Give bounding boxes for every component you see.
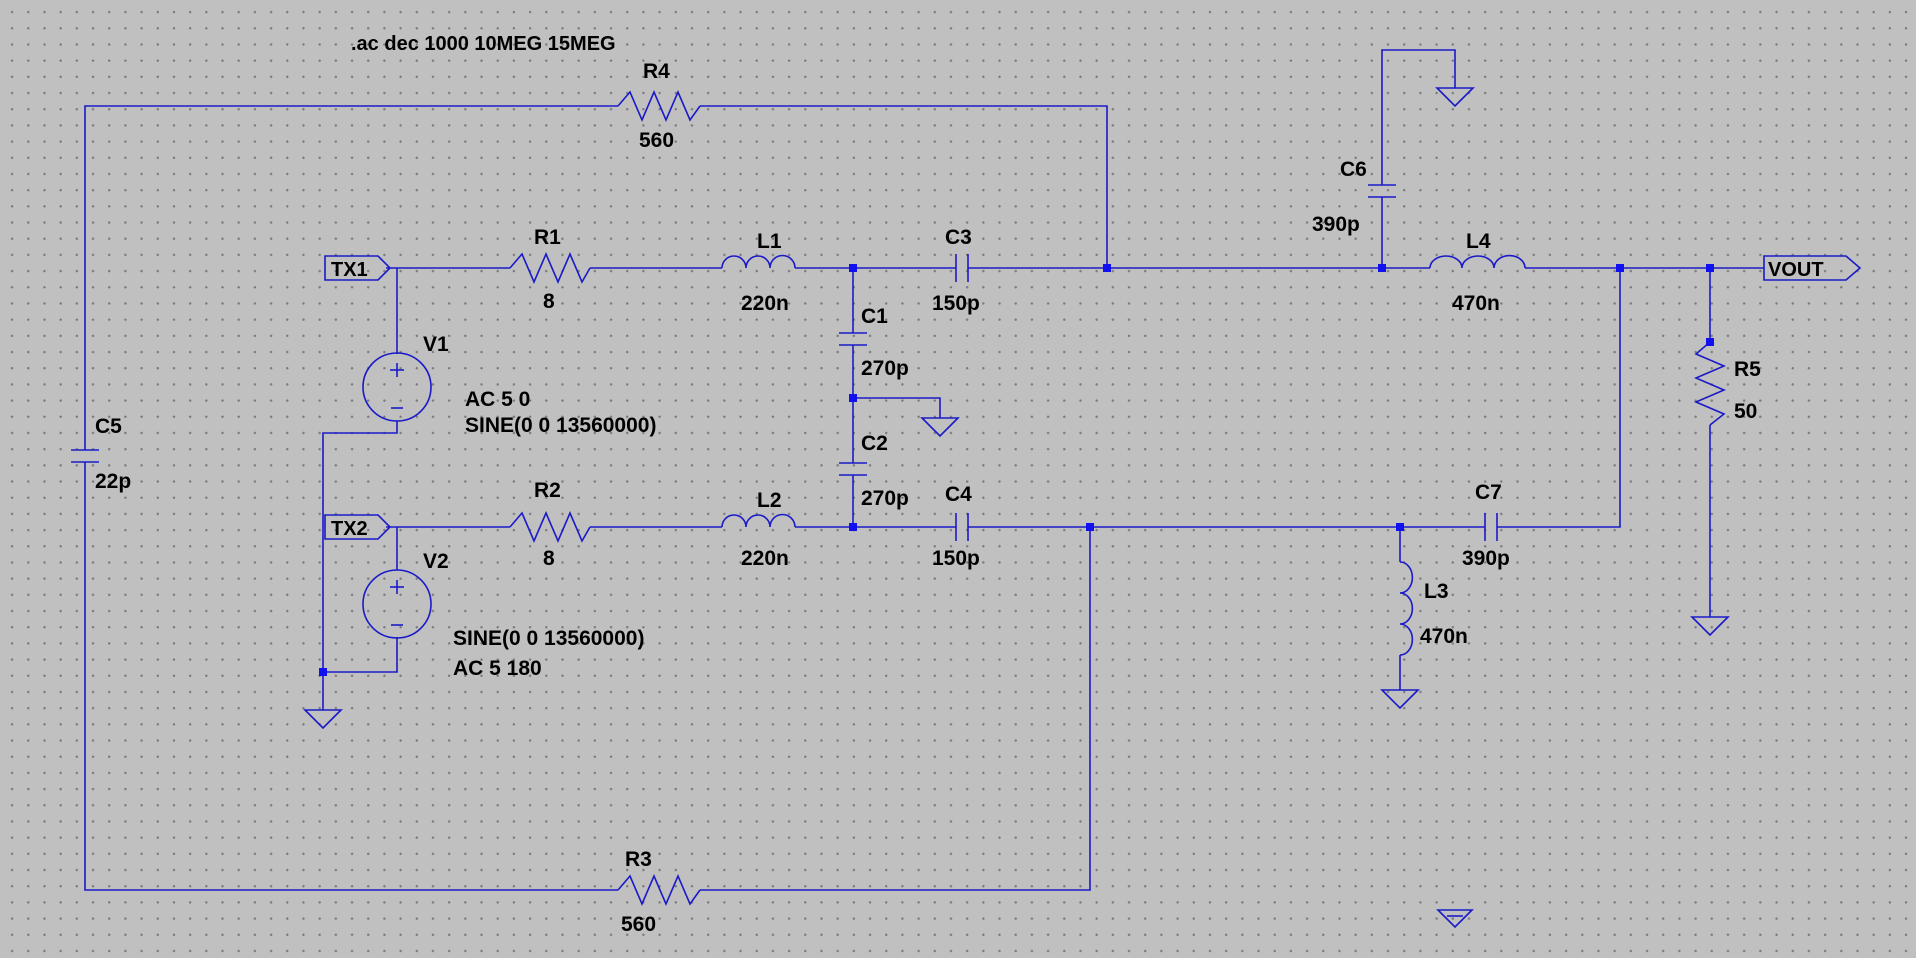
inductor-l2[interactable] — [721, 513, 796, 528]
wire-c1c2-gnd[interactable] — [853, 397, 941, 418]
r2-name: R2 — [534, 479, 561, 502]
capacitor-c1[interactable] — [839, 332, 867, 346]
ground-icon[interactable] — [1690, 616, 1730, 637]
capacitor-c3[interactable] — [955, 254, 969, 282]
junction-dot — [1706, 338, 1714, 346]
wire-v2-gnd[interactable] — [322, 637, 398, 710]
junction-dot — [1378, 264, 1386, 272]
ground-icon[interactable] — [920, 417, 960, 438]
resistor-r4[interactable] — [617, 89, 701, 123]
junction-dot — [849, 523, 857, 531]
c7-value: 390p — [1462, 547, 1510, 570]
junctions — [319, 264, 1714, 676]
capacitor-c5[interactable] — [71, 449, 99, 463]
r4-value: 560 — [639, 129, 674, 152]
junction-dot — [1086, 523, 1094, 531]
c2-value: 270p — [861, 487, 909, 510]
ground-flag-icon — [1436, 909, 1474, 929]
port-tx1[interactable]: TX1 — [324, 255, 392, 281]
voltage-source-v2[interactable] — [362, 569, 432, 639]
v1-name: V1 — [423, 333, 449, 356]
v2-name: V2 — [423, 550, 449, 573]
port-tx2-label: TX2 — [331, 518, 368, 540]
wire-c5-to-r4[interactable] — [84, 105, 618, 450]
wire-c7-out[interactable] — [1497, 268, 1621, 528]
c4-name: C4 — [945, 483, 972, 506]
inductor-l4[interactable] — [1429, 254, 1526, 269]
r1-name: R1 — [534, 226, 561, 249]
junction-dot — [849, 394, 857, 402]
r5-value: 50 — [1734, 400, 1757, 423]
junction-dot — [1103, 264, 1111, 272]
ground-icon[interactable] — [1380, 689, 1420, 710]
l1-value: 220n — [741, 292, 789, 315]
c6-name: C6 — [1340, 158, 1367, 181]
junction-dot — [1706, 264, 1714, 272]
r1-value: 8 — [543, 290, 555, 313]
resistor-r5[interactable] — [1693, 341, 1727, 426]
spice-directive[interactable]: .ac dec 1000 10MEG 15MEG — [351, 33, 616, 55]
junction-dot — [849, 264, 857, 272]
capacitor-c6[interactable] — [1368, 184, 1396, 198]
ground-icon[interactable] — [1435, 87, 1475, 108]
wire-v1-minus[interactable] — [322, 421, 398, 672]
l4-name: L4 — [1466, 230, 1491, 253]
r4-name: R4 — [643, 60, 670, 83]
c3-value: 150p — [932, 292, 980, 315]
c1-name: C1 — [861, 305, 888, 328]
r2-value: 8 — [543, 547, 555, 570]
r5-name: R5 — [1734, 358, 1761, 381]
capacitor-c4[interactable] — [955, 513, 969, 541]
junction-dot — [1396, 523, 1404, 531]
c3-name: C3 — [945, 226, 972, 249]
v2-ac: AC 5 180 — [453, 657, 542, 680]
resistor-r1[interactable] — [509, 251, 591, 285]
wires — [84, 49, 1764, 891]
ground-icon[interactable] — [303, 709, 343, 730]
l2-value: 220n — [741, 547, 789, 570]
resistor-r2[interactable] — [509, 510, 591, 544]
port-vout[interactable]: VOUT — [1763, 255, 1862, 281]
r3-value: 560 — [621, 913, 656, 936]
c2-name: C2 — [861, 432, 888, 455]
v1-sine: SINE(0 0 13560000) — [465, 414, 656, 437]
v1-ac: AC 5 0 — [465, 388, 530, 411]
junction-dot — [319, 668, 327, 676]
capacitor-c2[interactable] — [839, 462, 867, 476]
c1-value: 270p — [861, 357, 909, 380]
inductor-l3[interactable] — [1399, 561, 1414, 656]
junction-dot — [1616, 264, 1624, 272]
inductor-l1[interactable] — [721, 254, 796, 269]
l4-value: 470n — [1452, 292, 1500, 315]
port-tx2[interactable]: TX2 — [324, 514, 392, 540]
wire-c6-gnd[interactable] — [1381, 49, 1456, 185]
port-vout-label: VOUT — [1768, 259, 1824, 281]
wire-node-r3[interactable] — [700, 527, 1091, 891]
resistor-r3[interactable] — [617, 873, 701, 907]
l3-name: L3 — [1424, 580, 1449, 603]
c6-value: 390p — [1312, 213, 1360, 236]
wire-r3-c5[interactable] — [84, 462, 618, 891]
v2-sine: SINE(0 0 13560000) — [453, 627, 644, 650]
r3-name: R3 — [625, 848, 652, 871]
capacitor-c7[interactable] — [1484, 513, 1498, 541]
c5-name: C5 — [95, 415, 122, 438]
l3-value: 470n — [1420, 625, 1468, 648]
port-tx1-label: TX1 — [331, 259, 368, 281]
c5-value: 22p — [95, 470, 131, 493]
voltage-source-v1[interactable] — [362, 352, 432, 422]
wire-r4-to-node[interactable] — [700, 105, 1108, 268]
l2-name: L2 — [757, 489, 782, 512]
l1-name: L1 — [757, 230, 782, 253]
c4-value: 150p — [932, 547, 980, 570]
c7-name: C7 — [1475, 481, 1502, 504]
